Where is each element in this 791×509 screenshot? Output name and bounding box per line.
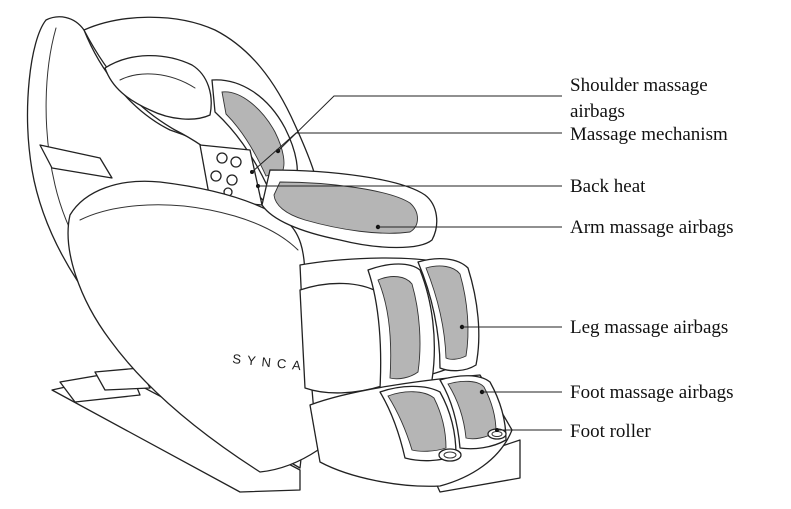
callout-shoulder-airbags: Shoulder massage airbags [570,75,712,122]
callout-back-heat: Back heat [570,176,646,197]
armrest [261,169,438,249]
callout-shoulder-line2: airbags [570,101,625,122]
callout-foot-airbags: Foot massage airbags [570,382,734,403]
callout-arm-airbags: Arm massage airbags [570,217,734,238]
chair-base [51,367,521,493]
callout-shoulder-line1: Shoulder massage [570,75,708,96]
callout-foot-roller: Foot roller [570,421,651,442]
leader-lines [251,95,562,431]
callout-massage-mechanism: Massage mechanism [570,124,728,145]
callout-labels: Shoulder massage airbags Massage mechani… [570,75,734,442]
leg-rest [299,257,480,394]
callout-leg-airbags: Leg massage airbags [570,317,728,338]
backrest [83,16,321,209]
leader-mechanism [251,132,562,173]
leader-shoulder [277,95,562,152]
massage-mechanism [199,144,263,206]
foot-rest [309,374,513,487]
